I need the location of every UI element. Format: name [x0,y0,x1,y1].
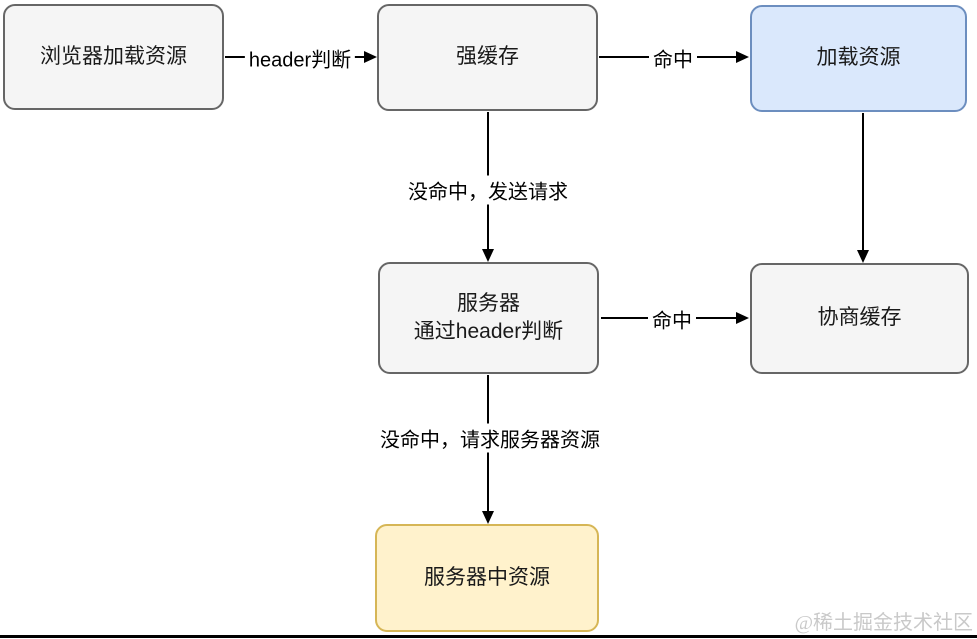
edge-label-hit-top: 命中 [649,43,697,73]
node-server-header-check: 服务器 通过header判断 [378,262,599,374]
node-server-resource: 服务器中资源 [375,524,599,632]
edge-label-hit-middle: 命中 [648,304,696,334]
node-strong-cache: 强缓存 [377,4,598,111]
juejin-watermark: @稀土掘金技术社区 [794,612,973,634]
node-negotiation-cache: 协商缓存 [750,263,969,374]
arrowhead-down-icon [482,249,494,262]
edge-label-miss-request-server: 没命中，请求服务器资源 [376,423,604,453]
node-browser-load: 浏览器加载资源 [3,4,224,110]
bottom-edge-line [0,635,977,638]
arrowhead-right-icon [364,51,377,63]
node-load-resource: 加载资源 [750,5,967,112]
arrowhead-right-icon [736,51,749,63]
edge-label-header-check: header判断 [244,43,356,73]
arrowhead-down-icon [857,250,869,263]
edge-label-miss-send-request: 没命中，发送请求 [404,175,572,205]
arrowhead-down-icon [482,511,494,524]
arrowhead-right-icon [736,312,749,324]
edge-line-loadresource-to-negotiation [862,113,864,253]
